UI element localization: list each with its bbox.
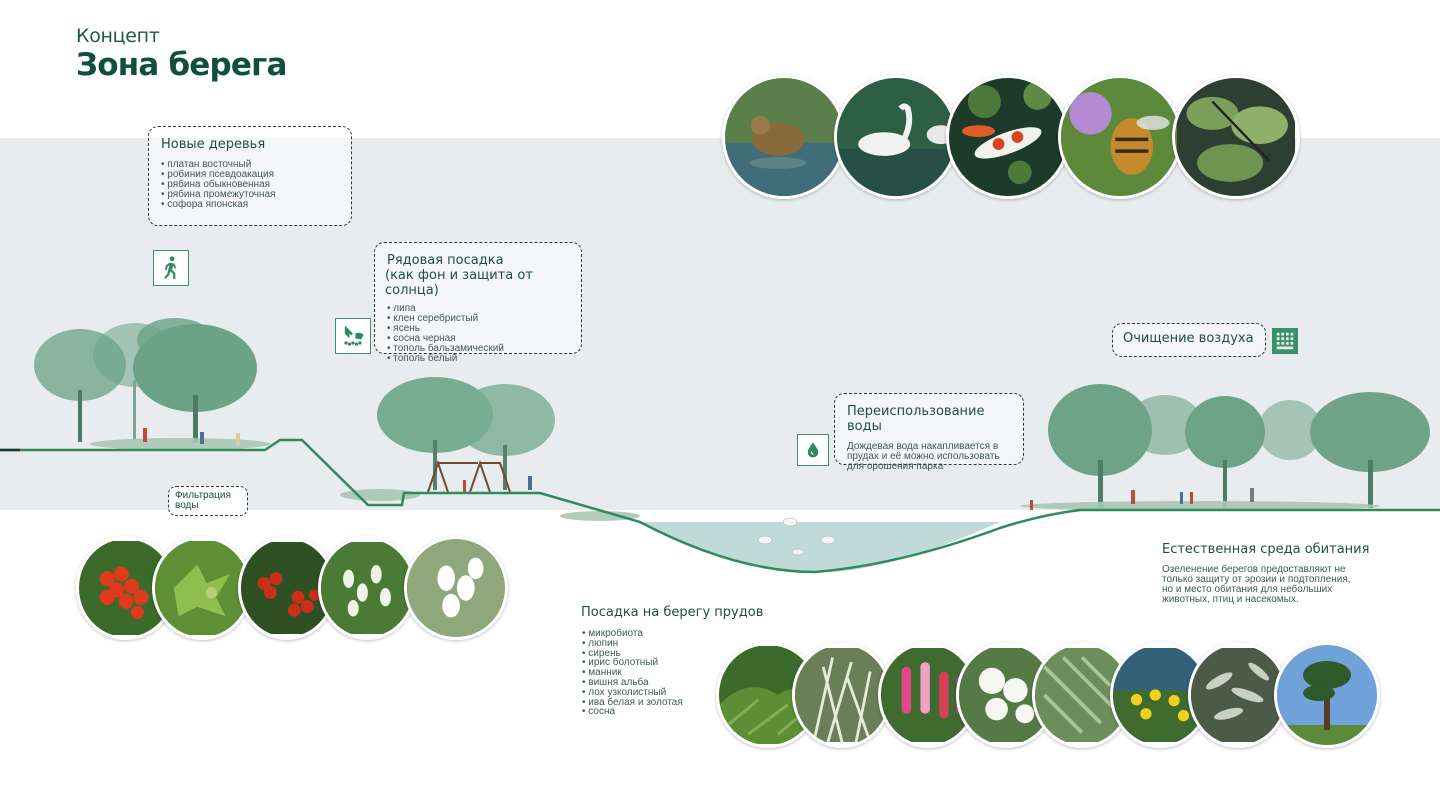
pond-planting-title: Посадка на берегу прудов: [581, 605, 764, 620]
water-reuse-box: Переиспользование воды Дождевая вода нак…: [834, 393, 1024, 472]
new-trees-title: Новые деревья: [161, 137, 266, 152]
row-planting-box: Рядовая посадка (как фон и защита от сол…: [374, 242, 582, 364]
list-item: люпин: [582, 638, 683, 649]
air-purification-box: Очищение воздуха: [1112, 323, 1266, 357]
habitat-line1: Озеленение берегов предоставляют не: [1162, 564, 1346, 575]
habitat-title: Естественная среда обитания: [1162, 542, 1370, 557]
filtration-line2: воды: [175, 500, 199, 511]
pond-water: [640, 522, 1000, 573]
water-reuse-title: Переиспользование воды: [847, 404, 985, 434]
row-planting-list: липа клен серебристый ясень сосна черная…: [387, 304, 569, 364]
water-reuse-line2: прудах и её можно использовать: [847, 451, 1000, 462]
mannik-grass-photo: [792, 642, 892, 748]
oleaster-photo: [1188, 642, 1288, 748]
list-item: сосна: [582, 707, 683, 717]
sophora-flowers-photo: [404, 536, 508, 640]
list-item: платан восточный: [161, 160, 339, 170]
list-item: сосна черная: [387, 334, 569, 344]
robinia-flowers-photo: [318, 536, 416, 640]
air-purification-title: Очищение воздуха: [1123, 331, 1254, 346]
list-item: тополь белый: [387, 354, 569, 364]
habitat-line3: но и место обитания для небольших: [1162, 584, 1333, 595]
list-item: ясень: [387, 324, 569, 334]
list-item: манник: [582, 668, 683, 678]
planting-icon-box: [335, 318, 371, 354]
list-item: клен серебристый: [387, 314, 569, 324]
filtration-line1: Фильтрация: [175, 490, 231, 501]
water-reuse-line3: для орошения парка: [847, 461, 944, 472]
pine-tree-photo: [1274, 642, 1380, 748]
planting-hand-icon: [344, 325, 364, 346]
list-item: ирис болотный: [582, 658, 683, 668]
koi-fish-photo: [946, 75, 1070, 199]
swan-photo: [834, 75, 958, 199]
list-item: рябина промежуточная: [161, 190, 339, 200]
list-item: софора японская: [161, 200, 339, 210]
pond-planting-list: микробиота люпин сирень ирис болотный ма…: [582, 629, 683, 717]
row-planting-subtitle: (как фон и защита от солнца): [385, 268, 533, 298]
water-reuse-text: Дождевая вода накапливается в прудах и е…: [847, 442, 1011, 472]
walking-person-icon: [164, 256, 177, 279]
lily-pads-photo: [1172, 75, 1300, 199]
water-icon-box: [797, 434, 829, 466]
list-item: робиния псевдоакация: [161, 170, 339, 180]
page-subtitle: Концепт: [76, 25, 160, 47]
list-item: сирень: [582, 648, 683, 659]
page-title: Зона берега: [76, 47, 287, 83]
air-icon-box: [1272, 328, 1298, 354]
air-filter-icon: [1276, 332, 1294, 350]
list-item: микробиота: [582, 629, 683, 639]
filtration-label: Фильтрация воды: [168, 486, 248, 516]
habitat-line2: только защиту от эрозии и подтопления,: [1162, 574, 1351, 585]
list-item: тополь бальзамический: [387, 344, 569, 354]
habitat-line4: животных, птиц и насекомых.: [1162, 594, 1299, 605]
swans: [757, 517, 836, 556]
row-planting-title: Рядовая посадка: [387, 253, 504, 268]
plane-tree-leaves-photo: [152, 536, 252, 640]
bee-photo: [1058, 75, 1182, 199]
water-drop-icon: [807, 442, 819, 458]
list-item: вишня альба: [582, 678, 683, 688]
new-trees-box: Новые деревья платан восточный робиния п…: [148, 126, 352, 226]
list-item: лох узколистный: [582, 687, 683, 698]
list-item: липа: [387, 304, 569, 314]
walk-icon-box: [153, 250, 189, 286]
water-reuse-line1: Дождевая вода накапливается в: [847, 441, 999, 452]
page-header: Концепт Зона берега: [76, 24, 287, 82]
habitat-text: Озеленение берегов предоставляют не толь…: [1162, 565, 1362, 605]
duckling-photo: [722, 75, 846, 199]
list-item: ива белая и золотая: [582, 697, 682, 708]
list-item: рябина обыкновенная: [161, 180, 339, 190]
new-trees-list: платан восточный робиния псевдоакация ря…: [161, 160, 339, 210]
